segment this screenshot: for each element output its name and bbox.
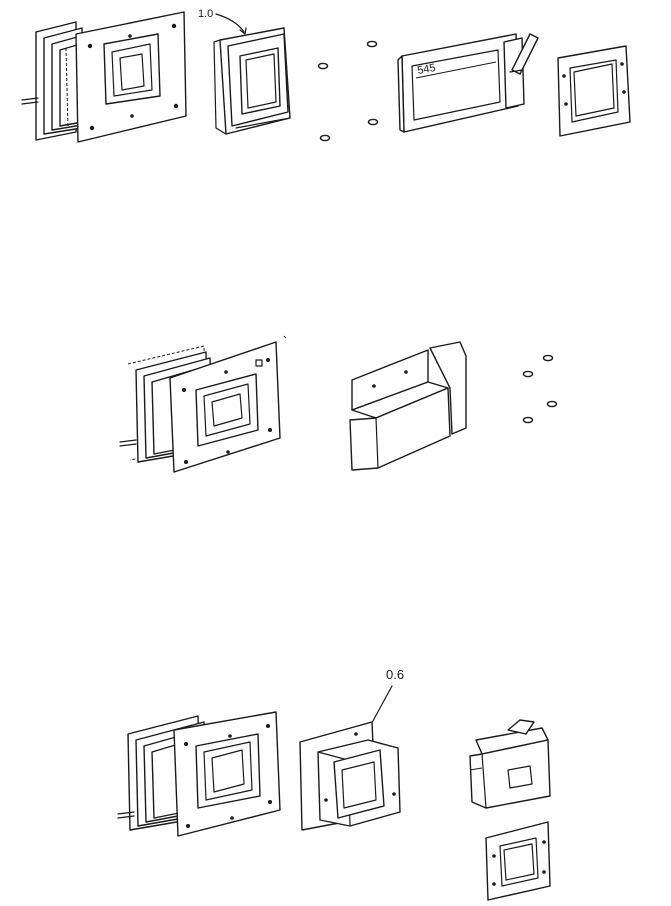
callout-label-0-6: 0.6 [386, 667, 404, 682]
bottom-panel: 0.6 [118, 667, 550, 900]
middle-panel [120, 336, 557, 472]
reducing-adapter [300, 722, 400, 830]
bellows-front-standard-bottom [118, 712, 280, 836]
rear-frame-plate-bottom [486, 822, 550, 900]
viewer-hood-unit [470, 720, 550, 808]
screws-set-top [319, 41, 378, 140]
adapter-frame [214, 28, 290, 134]
top-panel: 1.0 545 [22, 8, 630, 142]
bellows-front-standard [22, 12, 186, 142]
film-back-plate: 545 [398, 34, 538, 132]
rear-frame-plate [558, 46, 630, 136]
bellows-front-standard-middle [120, 336, 286, 472]
spacer-block [350, 342, 466, 470]
callout-1-0: 1.0 [198, 8, 246, 34]
screws-set-middle [524, 355, 557, 422]
callout-label-1-0: 1.0 [198, 8, 213, 20]
